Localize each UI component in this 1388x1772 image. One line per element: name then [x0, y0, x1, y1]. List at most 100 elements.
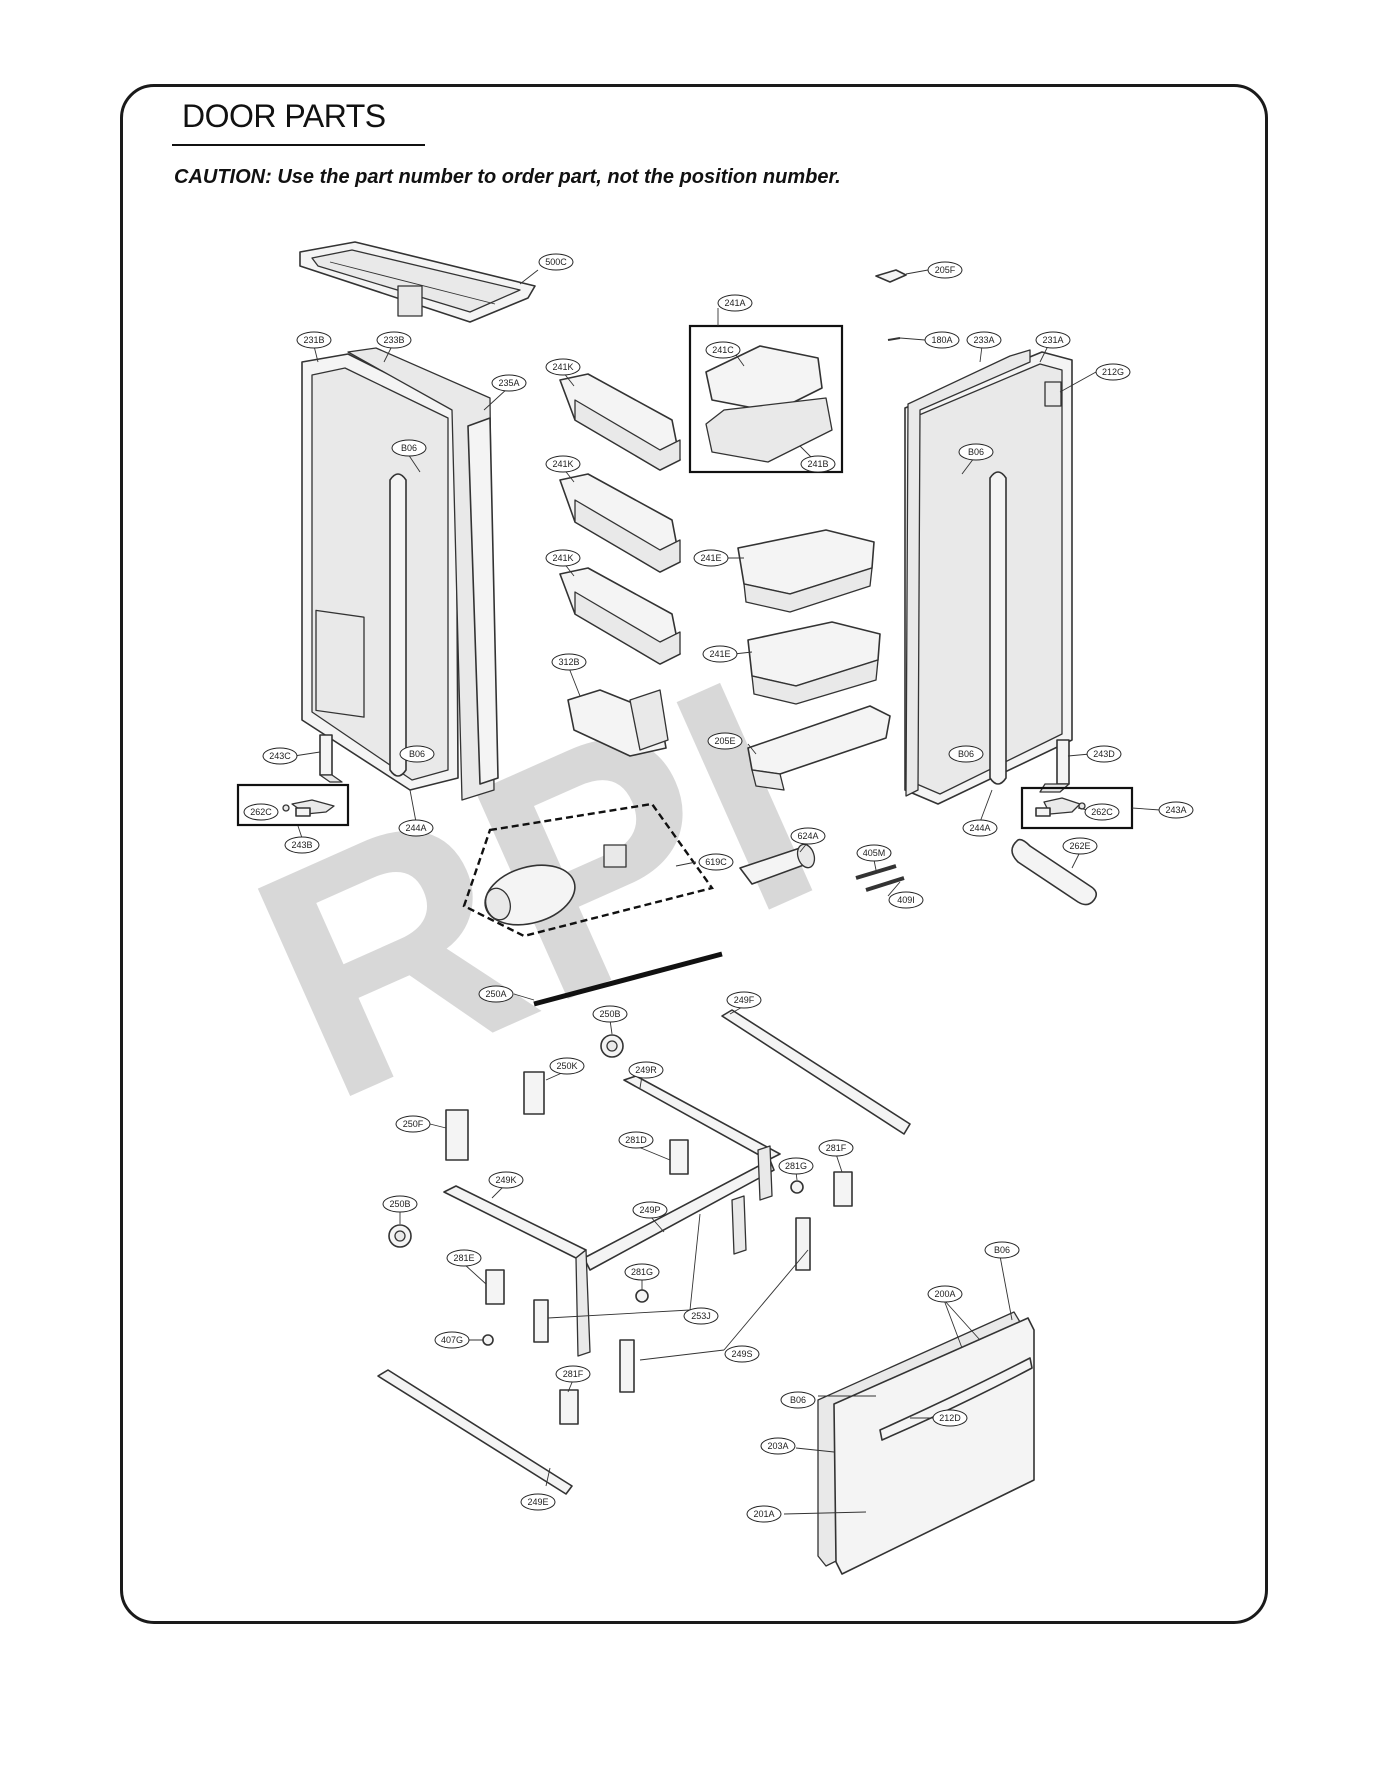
callout-281g-1: 281G [778, 1157, 814, 1175]
callout-b06-5: B06 [984, 1241, 1020, 1259]
callout-243c: 243C [262, 747, 298, 765]
callout-oval [948, 745, 984, 763]
callout-text: 212D [939, 1413, 961, 1423]
callout-250b-2: 250B [382, 1195, 418, 1213]
callout-text: 624A [797, 831, 818, 841]
callout-text: 281E [453, 1253, 474, 1263]
callout-oval [446, 1249, 482, 1267]
right-door-gasket-part [905, 349, 1031, 797]
callout-text: 201A [753, 1509, 774, 1519]
callout-oval [856, 844, 892, 862]
door-bin-part-241e-2 [747, 621, 881, 705]
seal-strip-part-250a [533, 951, 723, 1007]
callout-281d: 281D [618, 1131, 654, 1149]
callout-text: 200A [934, 1289, 955, 1299]
callout-text: B06 [401, 443, 417, 453]
callout-241b: 241B [800, 455, 836, 473]
callout-text: 250B [599, 1009, 620, 1019]
callout-281f-1: 281F [818, 1139, 854, 1157]
callout-249k: 249K [488, 1171, 524, 1189]
callout-text: B06 [994, 1245, 1010, 1255]
clip-part-281d [669, 1139, 689, 1175]
callout-oval [618, 1131, 654, 1149]
callout-281e: 281E [446, 1249, 482, 1267]
callout-text: 262E [1069, 841, 1090, 851]
bracket-part-249s-2 [619, 1339, 635, 1393]
callout-text: 243C [269, 751, 291, 761]
water-valve-kit-619c [462, 802, 714, 938]
callout-262e: 262E [1062, 837, 1098, 855]
door-bin-part-3 [559, 567, 681, 665]
callout-oval [284, 836, 320, 854]
drawer-frame-part [443, 1075, 781, 1357]
callout-oval [549, 1057, 585, 1075]
callout-203a: 203A [760, 1437, 796, 1455]
callout-oval [693, 549, 729, 567]
left-door-part [301, 353, 459, 791]
callout-201a: 201A [746, 1505, 782, 1523]
screw-part-180a [887, 337, 901, 341]
callout-text: 619C [705, 857, 727, 867]
callout-oval [391, 439, 427, 457]
nut-part-281g-2 [635, 1289, 649, 1303]
callout-oval [962, 819, 998, 837]
nut-part-281g-1 [790, 1180, 804, 1194]
callout-oval [382, 1195, 418, 1213]
callout-oval [395, 1115, 431, 1133]
callout-243a: 243A [1158, 801, 1194, 819]
gear-part-250b-2 [388, 1224, 412, 1248]
cover-part-250f [445, 1109, 469, 1161]
callout-oval [724, 1345, 760, 1363]
bracket-part-253j [533, 1299, 549, 1343]
bracket-part-249s-1 [795, 1217, 811, 1271]
hinge-part-243c [319, 734, 343, 783]
callout-text: 281F [826, 1143, 847, 1153]
callout-text: 312B [558, 657, 579, 667]
callout-407g: 407G [434, 1331, 470, 1349]
callout-text: 405M [863, 848, 886, 858]
callout-text: 241B [807, 459, 828, 469]
callout-250f: 250F [395, 1115, 431, 1133]
callout-oval [296, 331, 332, 349]
callout-241c: 241C [705, 341, 741, 359]
callout-text: 233B [383, 335, 404, 345]
callout-243d: 243D [1086, 745, 1122, 763]
callout-241k-1: 241K [545, 358, 581, 376]
callout-281g-2: 281G [624, 1263, 660, 1281]
callout-oval [924, 331, 960, 349]
door-bin-part-1 [559, 373, 681, 471]
callout-oval [778, 1157, 814, 1175]
callout-oval [683, 1307, 719, 1325]
wrench-part-262e [1011, 838, 1098, 906]
callout-oval [707, 732, 743, 750]
callout-text: 235A [498, 378, 519, 388]
callout-oval [1086, 745, 1122, 763]
top-cover-part [299, 241, 536, 323]
callout-250k: 250K [549, 1057, 585, 1075]
callout-oval [927, 1285, 963, 1303]
callout-281f-2: 281F [555, 1365, 591, 1383]
callout-212g: 212G [1095, 363, 1131, 381]
callout-oval [488, 1171, 524, 1189]
callout-text: 249R [635, 1065, 657, 1075]
callout-oval [888, 891, 924, 909]
callout-249p: 249P [632, 1201, 668, 1219]
callout-text: B06 [958, 749, 974, 759]
callout-text: B06 [409, 749, 425, 759]
callout-text: 250K [556, 1061, 577, 1071]
callout-200a: 200A [927, 1285, 963, 1303]
callout-text: B06 [968, 447, 984, 457]
freezer-drawer-front-part [817, 1311, 1035, 1575]
callout-oval [555, 1365, 591, 1383]
callout-oval [376, 331, 412, 349]
callout-oval [717, 294, 753, 312]
callout-text: 203A [767, 1441, 788, 1451]
callout-text: B06 [790, 1395, 806, 1405]
callout-oval [746, 1505, 782, 1523]
callout-231a: 231A [1035, 331, 1071, 349]
callout-180a: 180A [924, 331, 960, 349]
shelf-part-205e [747, 705, 891, 791]
callout-text: 243A [1165, 805, 1186, 815]
callout-233b: 233B [376, 331, 412, 349]
